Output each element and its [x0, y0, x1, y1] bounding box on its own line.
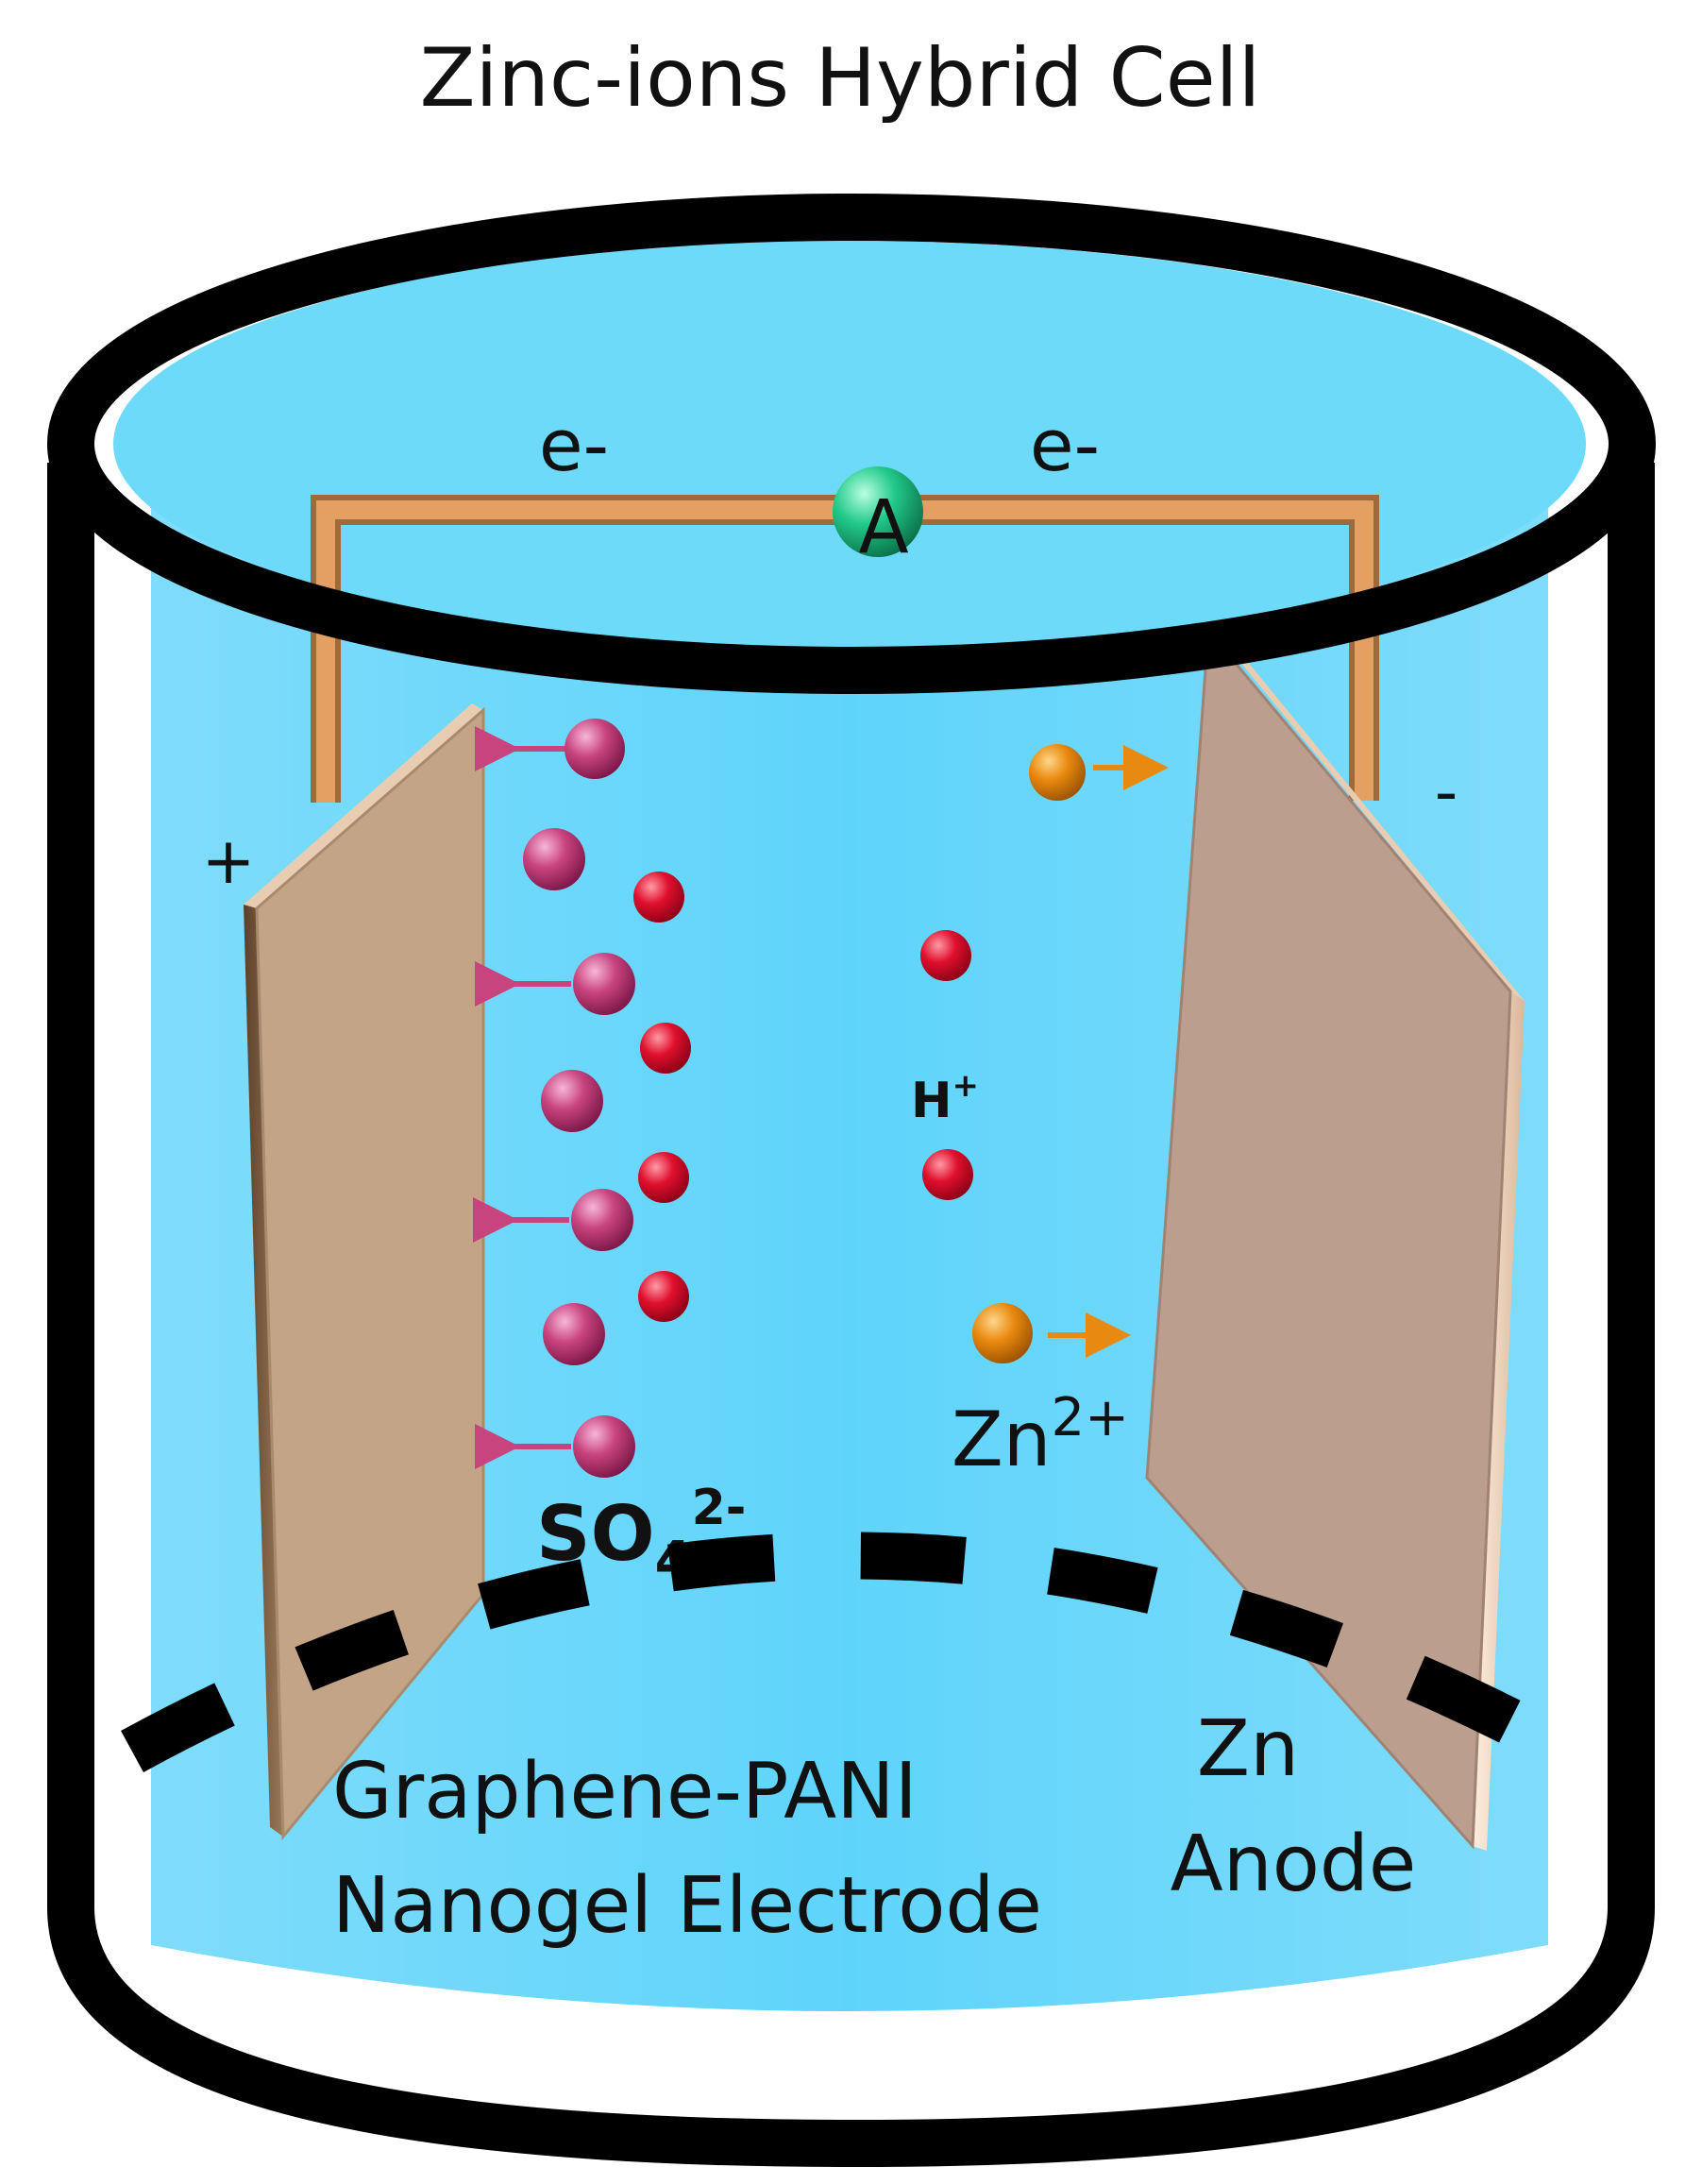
- hydrogen-ions: [633, 872, 973, 1322]
- sulfate-ion-arrow: [475, 719, 625, 779]
- hydrogen-ion: [638, 1152, 689, 1203]
- cathode-plate: [244, 703, 485, 1841]
- hydrogen-ion: [638, 1271, 689, 1322]
- sulfate-ion-arrow: [475, 953, 635, 1015]
- sulfate-ion-arrow: [473, 1189, 633, 1251]
- electron-label-right: e-: [1030, 403, 1100, 487]
- sulfate-ion: [541, 1070, 603, 1132]
- hydrogen-ion: [640, 1023, 691, 1074]
- sulfate-ion-arrow: [475, 1415, 635, 1478]
- electron-label-left: e-: [539, 403, 609, 487]
- cathode-label-line2: Nanogel Electrode: [332, 1861, 1042, 1951]
- diagram-title: Zinc-ions Hybrid Cell: [420, 31, 1261, 126]
- anode-plate: [1145, 623, 1525, 1851]
- sulfate-ions: [473, 719, 635, 1478]
- ammeter-icon: A: [833, 466, 923, 570]
- sulfate-ion: [523, 828, 585, 890]
- ammeter-label: A: [858, 485, 908, 570]
- positive-terminal-label: +: [202, 824, 256, 899]
- zinc-ion-arrow: [1029, 744, 1169, 801]
- anode-label-line1: Zn: [1197, 1704, 1299, 1794]
- anode-label-line2: Anode: [1171, 1820, 1417, 1909]
- zinc-ions: [972, 744, 1169, 1363]
- hydrogen-ion: [920, 930, 971, 981]
- hydrogen-ion-label: H+: [911, 1067, 979, 1129]
- hydrogen-ion: [633, 872, 684, 923]
- cathode-label-line1: Graphene-PANI: [332, 1747, 918, 1837]
- cylinder-hidden-edge: [121, 1532, 1578, 1772]
- zinc-ion-arrow: [972, 1303, 1131, 1363]
- hydrogen-ion: [922, 1149, 973, 1200]
- negative-terminal-label: -: [1435, 755, 1458, 830]
- cylinder-container: [47, 194, 1656, 2168]
- sulfate-ion: [543, 1303, 605, 1365]
- zinc-ion-label: Zn2+: [952, 1387, 1129, 1483]
